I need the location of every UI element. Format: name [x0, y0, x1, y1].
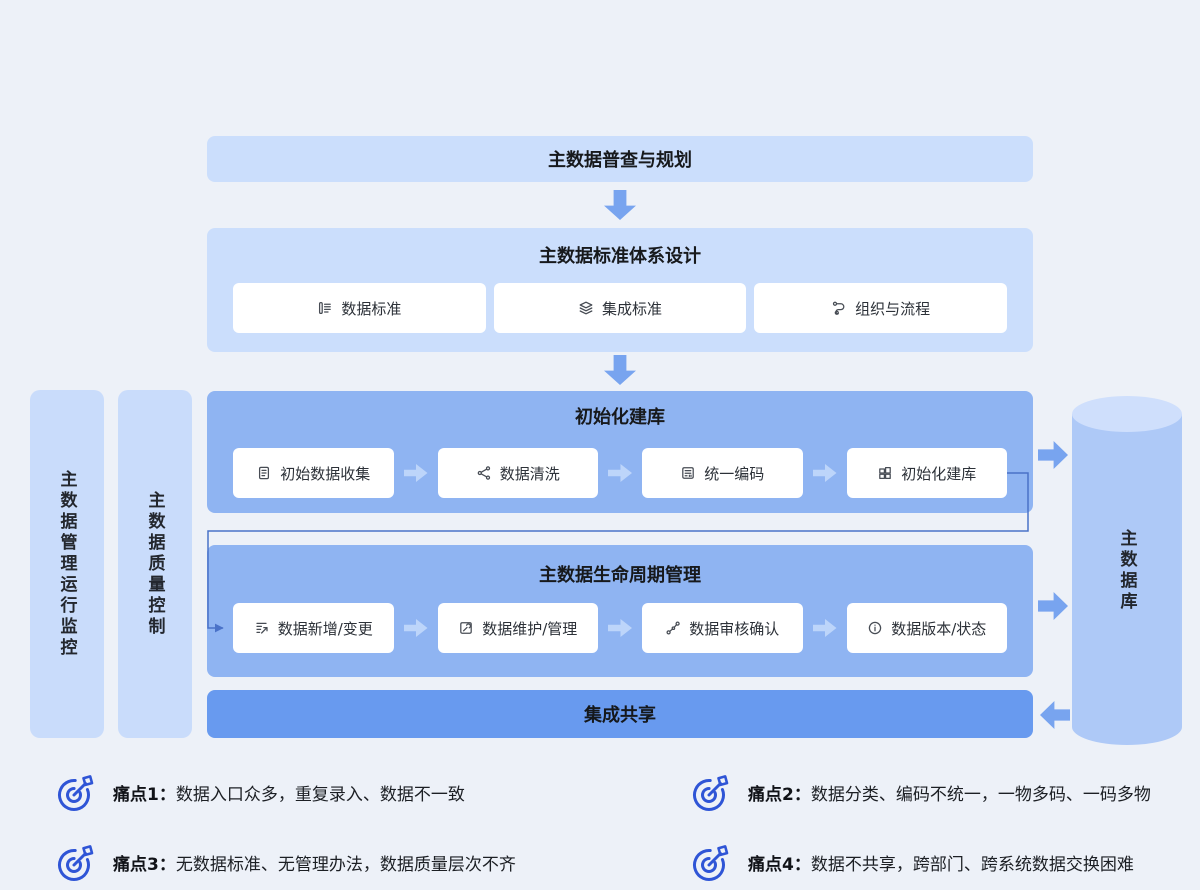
- flow-arrow: [608, 619, 632, 637]
- init-item-label: 初始数据收集: [280, 464, 371, 483]
- standards-item-label: 组织与流程: [855, 299, 931, 318]
- standards-section: 主数据标准体系设计 数据标准 集成标准: [207, 228, 1033, 352]
- pain-point-text: 痛点4：数据不共享，跨部门、跨系统数据交换困难: [748, 854, 1134, 875]
- pain-point-2: 痛点2：数据分类、编码不统一，一物多码、一码多物: [690, 768, 1165, 816]
- flow-arrow: [812, 464, 837, 482]
- target-dart-icon: [693, 775, 729, 811]
- pain-points: 痛点1：数据入口众多，重复录入、数据不一致 痛点2：数据分类、编码不统一，一物多…: [55, 768, 1165, 886]
- target-dart-icon: [693, 845, 729, 881]
- target-dart-icon: [58, 845, 94, 881]
- process-flow-icon: [833, 301, 845, 315]
- survey-box: 主数据普查与规划: [207, 136, 1033, 182]
- lifecycle-item-maintain: 数据维护/管理: [437, 603, 598, 653]
- standards-item-org-process: 组织与流程: [754, 283, 1008, 333]
- standards-row: 数据标准 集成标准 组织与流程: [233, 283, 1008, 333]
- lifecycle-section-title: 主数据生命周期管理: [539, 565, 701, 586]
- data-standard-icon: [319, 301, 332, 315]
- info-icon: [868, 621, 882, 635]
- init-item-label: 初始化建库: [901, 464, 977, 483]
- pain-point-text: 痛点2：数据分类、编码不统一，一物多码、一码多物: [748, 784, 1151, 805]
- db-in-arrow-2: [1038, 592, 1068, 620]
- standards-item-label: 数据标准: [341, 299, 402, 318]
- survey-box-label: 主数据普查与规划: [548, 150, 692, 171]
- collect-icon: [259, 466, 270, 480]
- init-item-build-db: 初始化建库: [846, 448, 1007, 498]
- standards-section-title: 主数据标准体系设计: [539, 246, 701, 267]
- pain-point-3: 痛点3：无数据标准、无管理办法，数据质量层次不齐: [55, 838, 690, 886]
- init-row: 初始数据收集 数据清洗 统一编码: [233, 448, 1007, 498]
- sidebar-operation-monitor-label: 主数据管理运行监控: [56, 469, 77, 659]
- lifecycle-item-label: 数据新增/变更: [277, 619, 373, 638]
- lifecycle-row: 数据新增/变更 数据维护/管理 数据审核确认: [233, 603, 1007, 653]
- init-section: 初始化建库 初始数据收集 数据清洗: [207, 391, 1033, 513]
- master-db-label: 主数据库: [1116, 528, 1137, 613]
- init-item-clean: 数据清洗: [437, 448, 598, 498]
- standards-item-data-standard: 数据标准: [233, 283, 486, 333]
- down-arrow-2: [604, 355, 636, 385]
- maintain-icon: [460, 622, 473, 634]
- layers-icon: [579, 301, 593, 315]
- init-item-label: 数据清洗: [499, 464, 560, 483]
- sidebar-quality-control-label: 主数据质量控制: [144, 490, 165, 638]
- flow-arrow: [608, 464, 632, 482]
- encode-icon: [682, 467, 695, 479]
- pain-point-text: 痛点1：数据入口众多，重复录入、数据不一致: [113, 784, 465, 805]
- pain-point-1: 痛点1：数据入口众多，重复录入、数据不一致: [55, 768, 690, 816]
- clean-icon: [477, 466, 490, 480]
- cylinder-bottom: [1072, 709, 1182, 745]
- cylinder-body: [1072, 414, 1182, 727]
- init-item-collect: 初始数据收集: [233, 448, 394, 498]
- lifecycle-item-version: 数据版本/状态: [846, 603, 1007, 653]
- lifecycle-item-add-change: 数据新增/变更: [233, 603, 394, 653]
- flow-arrow: [403, 464, 428, 482]
- flow-arrow: [403, 619, 428, 637]
- target-dart-icon: [58, 775, 94, 811]
- db-in-arrow-1: [1038, 441, 1068, 469]
- cylinder-top: [1072, 396, 1182, 432]
- standards-item-label: 集成标准: [602, 299, 663, 318]
- audit-icon: [666, 621, 680, 635]
- lifecycle-item-label: 数据版本/状态: [891, 619, 987, 638]
- lifecycle-item-label: 数据审核确认: [689, 619, 780, 638]
- init-item-encode: 统一编码: [642, 448, 803, 498]
- init-item-label: 统一编码: [704, 464, 765, 483]
- lifecycle-item-audit: 数据审核确认: [642, 603, 803, 653]
- master-db-cylinder: 主数据库: [1072, 396, 1182, 745]
- integration-bar: 集成共享: [207, 690, 1033, 738]
- lifecycle-item-label: 数据维护/管理: [482, 619, 578, 638]
- sidebar-operation-monitor: 主数据管理运行监控: [30, 390, 104, 738]
- lifecycle-section: 主数据生命周期管理 数据新增/变更 数据维护/管理: [207, 545, 1033, 677]
- sidebar-quality-control: 主数据质量控制: [118, 390, 192, 738]
- pain-point-text: 痛点3：无数据标准、无管理办法，数据质量层次不齐: [113, 854, 516, 875]
- flow-arrow: [812, 619, 837, 637]
- pain-point-4: 痛点4：数据不共享，跨部门、跨系统数据交换困难: [690, 838, 1165, 886]
- down-arrow-1: [604, 190, 636, 220]
- init-section-title: 初始化建库: [575, 407, 665, 428]
- standards-item-integration-standard: 集成标准: [493, 283, 747, 333]
- db-out-arrow: [1040, 701, 1070, 729]
- add-change-icon: [256, 622, 268, 634]
- grid-icon: [879, 466, 892, 480]
- integration-bar-label: 集成共享: [584, 705, 656, 726]
